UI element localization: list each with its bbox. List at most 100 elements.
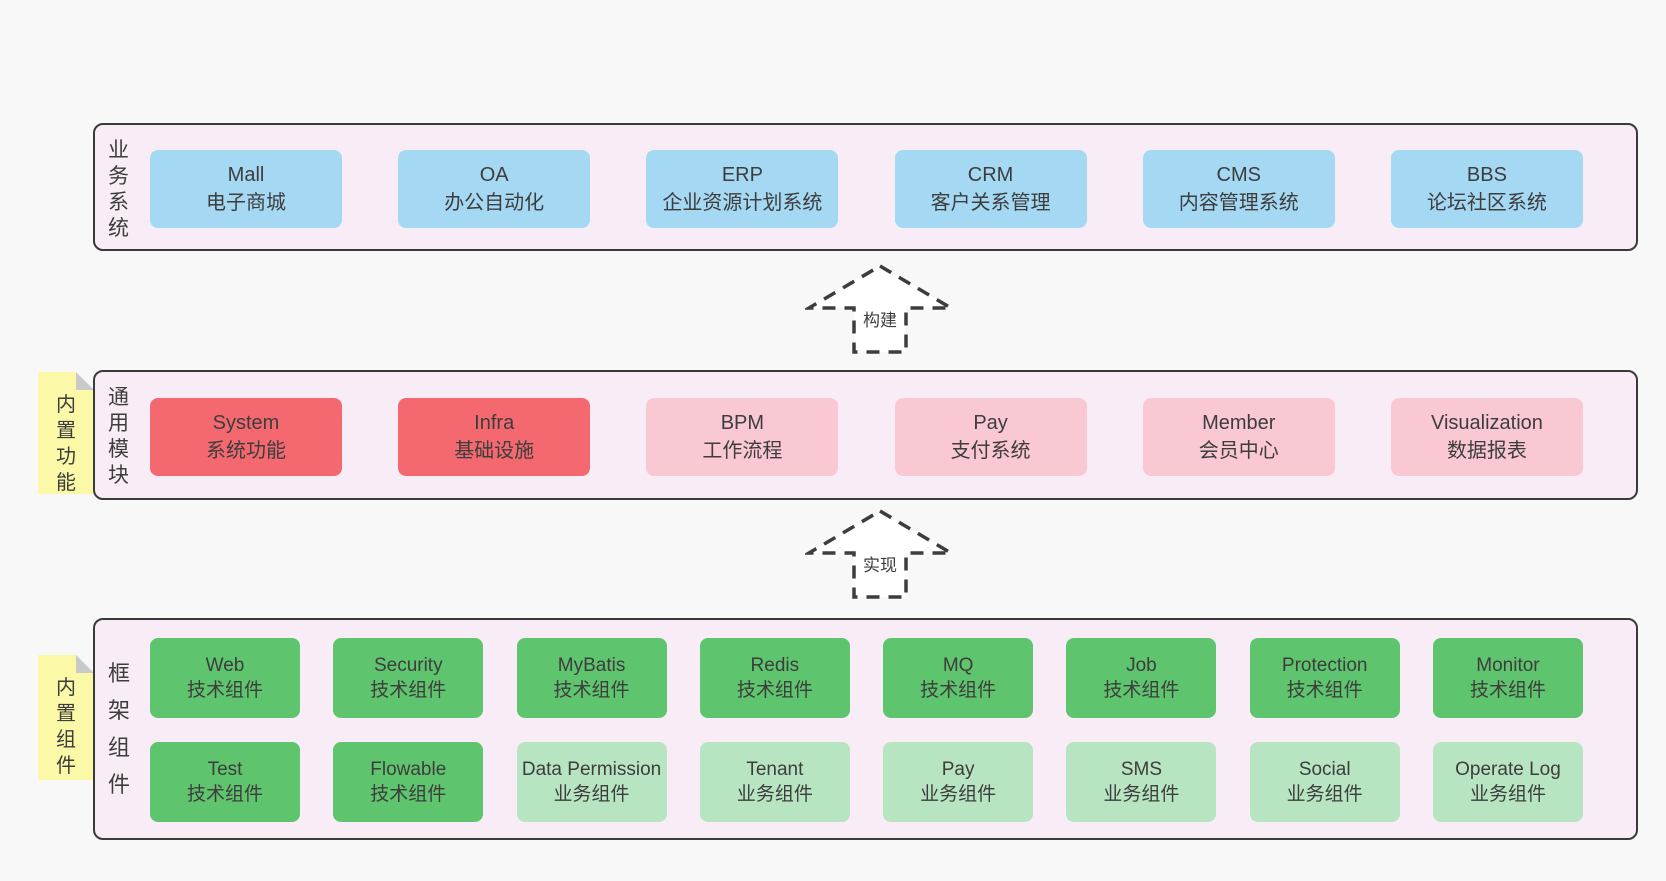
module-box-subtitle: 业务组件 <box>553 784 630 805</box>
sticky-note-builtin-components: 内置组件 <box>38 655 94 780</box>
module-box-subtitle: 工作流程 <box>702 440 783 462</box>
module-box-title: Social <box>1298 759 1351 780</box>
module-box-title: MyBatis <box>557 655 626 676</box>
module-box-subtitle: 业务组件 <box>920 784 997 805</box>
module-box-subtitle: 技术组件 <box>370 784 447 805</box>
module-box-subtitle: 业务组件 <box>1103 784 1180 805</box>
module-box-mall: Mall 电子商城 <box>150 150 342 228</box>
module-box-redis: Redis 技术组件 <box>699 638 850 718</box>
module-box-subtitle: 技术组件 <box>370 680 447 701</box>
sticky-note-builtin-features: 内置功能 <box>38 372 94 494</box>
module-box-subtitle: 电子商城 <box>206 192 286 214</box>
module-box-subtitle: 技术组件 <box>186 680 263 701</box>
sticky-label: 内置组件 <box>56 677 76 777</box>
module-box-subtitle: 论坛社区系统 <box>1426 192 1547 214</box>
band-label: 业务系统 <box>108 139 129 240</box>
band-business-systems: 业务系统 Mall 电子商城 OA 办公自动化 ERP 企业资源计划系统 CRM 客户关系管理… <box>93 123 1638 251</box>
module-box-oa: OA 办公自动化 <box>398 150 591 228</box>
module-box-mybatis: MyBatis 技术组件 <box>516 638 667 718</box>
module-box-subtitle: 业务组件 <box>1286 784 1363 805</box>
module-box-monitor: Monitor 技术组件 <box>1432 638 1583 718</box>
module-box-pay: Pay 业务组件 <box>883 742 1034 822</box>
module-box-title: CMS <box>1216 164 1261 186</box>
module-box-tenant: Tenant 业务组件 <box>699 742 850 822</box>
arrow-label: 构建 <box>863 311 897 330</box>
module-box-title: System <box>212 412 280 434</box>
module-box-sms: SMS 业务组件 <box>1066 742 1217 822</box>
module-box-system: System 系统功能 <box>150 398 342 476</box>
module-box-test: Test 技术组件 <box>150 742 300 822</box>
module-box-title: ERP <box>721 164 763 186</box>
module-box-title: Web <box>205 655 245 676</box>
module-box-title: Pay <box>941 759 975 780</box>
module-box-subtitle: 技术组件 <box>920 680 997 701</box>
module-box-subtitle: 业务组件 <box>736 784 813 805</box>
module-box-title: Protection <box>1281 655 1368 676</box>
build-arrow-icon: 构建 <box>805 263 955 354</box>
module-box-title: SMS <box>1120 759 1162 780</box>
module-box-job: Job 技术组件 <box>1066 638 1217 718</box>
module-box-subtitle: 办公自动化 <box>444 192 545 214</box>
module-box-title: OA <box>479 164 509 186</box>
module-box-title: Flowable <box>370 759 447 780</box>
module-box-title: Redis <box>750 655 800 676</box>
module-box-social: Social 业务组件 <box>1249 742 1400 822</box>
module-box-subtitle: 数据报表 <box>1446 440 1527 462</box>
implement-arrow-icon: 实现 <box>805 508 955 599</box>
module-box-subtitle: 技术组件 <box>186 784 263 805</box>
module-box-title: Tenant <box>746 759 804 780</box>
module-box-flowable: Flowable 技术组件 <box>333 742 484 822</box>
module-box-data-permission: Data Permission 业务组件 <box>516 742 667 822</box>
module-box-subtitle: 企业资源计划系统 <box>662 192 823 214</box>
module-box-title: Monitor <box>1476 655 1540 676</box>
module-box-web: Web 技术组件 <box>150 638 300 718</box>
module-box-subtitle: 技术组件 <box>1286 680 1363 701</box>
module-box-subtitle: 技术组件 <box>553 680 630 701</box>
module-box-title: BBS <box>1466 164 1507 186</box>
arrow-label: 实现 <box>863 556 897 575</box>
module-box-title: CRM <box>967 164 1014 186</box>
module-box-subtitle: 内容管理系统 <box>1178 192 1299 214</box>
module-box-title: Test <box>207 759 243 780</box>
module-box-title: Member <box>1202 412 1276 434</box>
band-label: 框架组件 <box>108 661 131 797</box>
module-box-mq: MQ 技术组件 <box>883 638 1034 718</box>
module-box-title: Data Permission <box>521 759 662 780</box>
module-box-bpm: BPM 工作流程 <box>646 398 839 476</box>
module-box-subtitle: 业务组件 <box>1469 784 1546 805</box>
module-box-title: Job <box>1126 655 1157 676</box>
module-box-subtitle: 技术组件 <box>1103 680 1180 701</box>
module-box-subtitle: 基础设施 <box>454 440 535 462</box>
module-box-erp: ERP 企业资源计划系统 <box>646 150 839 228</box>
module-box-title: BPM <box>720 412 765 434</box>
module-box-crm: CRM 客户关系管理 <box>894 150 1087 228</box>
module-box-title: Visualization <box>1430 412 1543 434</box>
module-box-title: Operate Log <box>1455 759 1561 780</box>
module-box-title: Pay <box>973 412 1008 434</box>
module-box-security: Security 技术组件 <box>333 638 484 718</box>
module-box-subtitle: 系统功能 <box>206 440 286 462</box>
module-box-protection: Protection 技术组件 <box>1249 638 1400 718</box>
band-label: 通用模块 <box>108 386 129 487</box>
module-box-subtitle: 技术组件 <box>1469 680 1546 701</box>
module-box-title: Mall <box>227 164 265 186</box>
module-box-title: Security <box>373 655 443 676</box>
module-box-title: MQ <box>942 655 974 676</box>
module-box-operate-log: Operate Log 业务组件 <box>1432 742 1583 822</box>
module-box-subtitle: 技术组件 <box>736 680 813 701</box>
module-box-title: Infra <box>474 412 515 434</box>
band-boxes: Mall 电子商城 OA 办公自动化 ERP 企业资源计划系统 CRM 客户关系管理 CMS 内容… <box>150 150 1583 228</box>
module-box-bbs: BBS 论坛社区系统 <box>1390 150 1583 228</box>
module-box-infra: Infra 基础设施 <box>398 398 591 476</box>
sticky-label: 内置功能 <box>56 394 76 494</box>
module-box-subtitle: 客户关系管理 <box>930 192 1051 214</box>
module-box-visualization: Visualization 数据报表 <box>1390 398 1583 476</box>
